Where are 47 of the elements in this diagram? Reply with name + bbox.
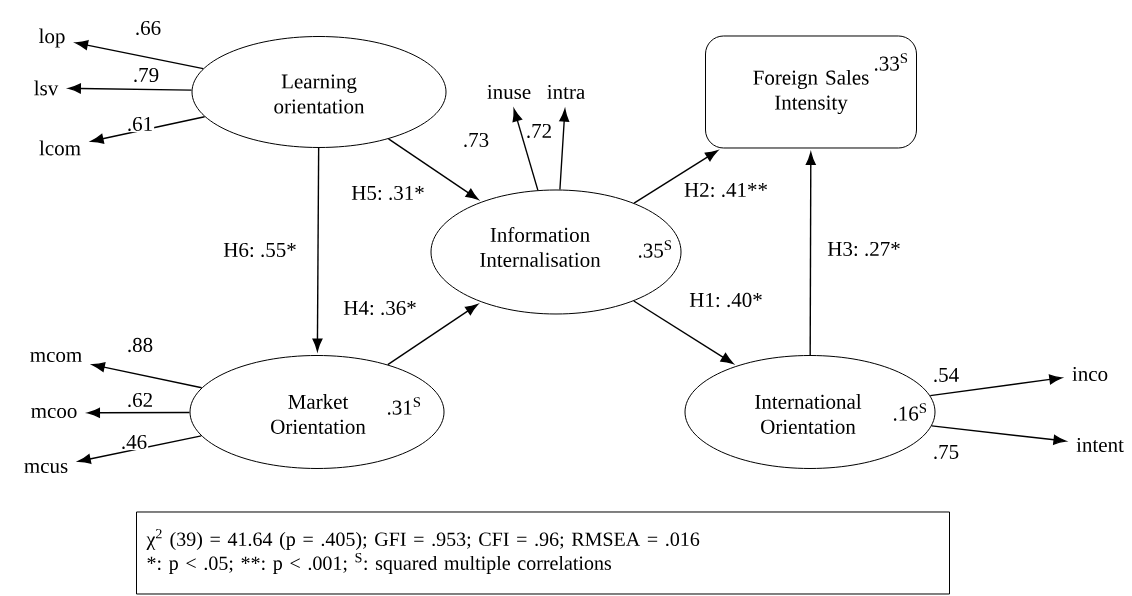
edge-label: .46	[119, 433, 149, 451]
indicator-label: lcom	[39, 140, 81, 156]
edge-label: .79	[131, 66, 161, 84]
edge-label: .54	[931, 366, 961, 384]
arrow	[75, 40, 204, 70]
arrow	[512, 108, 539, 191]
arrow	[87, 407, 191, 418]
indicator-label: intra	[547, 84, 585, 100]
edge-label: H4: .36*	[342, 299, 418, 317]
edge-label: .61	[125, 115, 155, 133]
r-squared-value: .31$^{S}$	[387, 397, 421, 415]
arrow	[931, 425, 1067, 445]
edge-label: H2: .41**	[683, 181, 769, 199]
indicator-label: mcoo	[31, 407, 77, 419]
edge-label: H3: .27*	[826, 240, 902, 258]
arrow	[929, 374, 1062, 397]
arrow	[387, 138, 479, 200]
arrow	[312, 147, 323, 352]
arrow	[805, 152, 816, 356]
edge-label: .73	[461, 131, 491, 149]
indicator-label: mcom	[30, 351, 82, 363]
arrow	[92, 362, 203, 389]
r-squared-value: .33$^{S}$	[874, 53, 908, 71]
edge-label: .88	[125, 336, 155, 354]
edge-label: .75	[931, 443, 961, 460]
arrow	[633, 150, 719, 204]
arrow	[559, 109, 570, 191]
edge-label: H5: .31*	[350, 184, 426, 202]
edge-label: .66	[133, 19, 163, 37]
fit-statistics-box: χ$^{2}$ (39) = 41.64 (p = .405); GFI = .953; CFI = .96; RMSEA = .016 *: p < .05; **: p < .001; $^{S}$: squared multiple correlations	[136, 511, 950, 595]
edge-label: .62	[125, 391, 155, 409]
indicator-label: lsv	[34, 80, 59, 96]
indicator-label: mcus	[24, 462, 68, 474]
indicator-label: lop	[39, 28, 65, 48]
indicator-label: inuse	[487, 84, 531, 100]
arrow	[387, 303, 479, 366]
indicator-label: inco	[1072, 366, 1108, 382]
edge-label: .72	[524, 122, 554, 140]
arrow	[78, 435, 202, 464]
indicator-label: intent	[1076, 437, 1124, 453]
arrow	[90, 116, 206, 144]
r-squared-value: .35$^{S}$	[638, 240, 672, 258]
edge-label: H1: .40*	[688, 291, 764, 309]
arrow	[633, 300, 734, 365]
arrow	[68, 83, 193, 94]
edge-label: H6: .55*	[222, 241, 298, 259]
r-squared-value: .16$^{S}$	[893, 403, 927, 421]
